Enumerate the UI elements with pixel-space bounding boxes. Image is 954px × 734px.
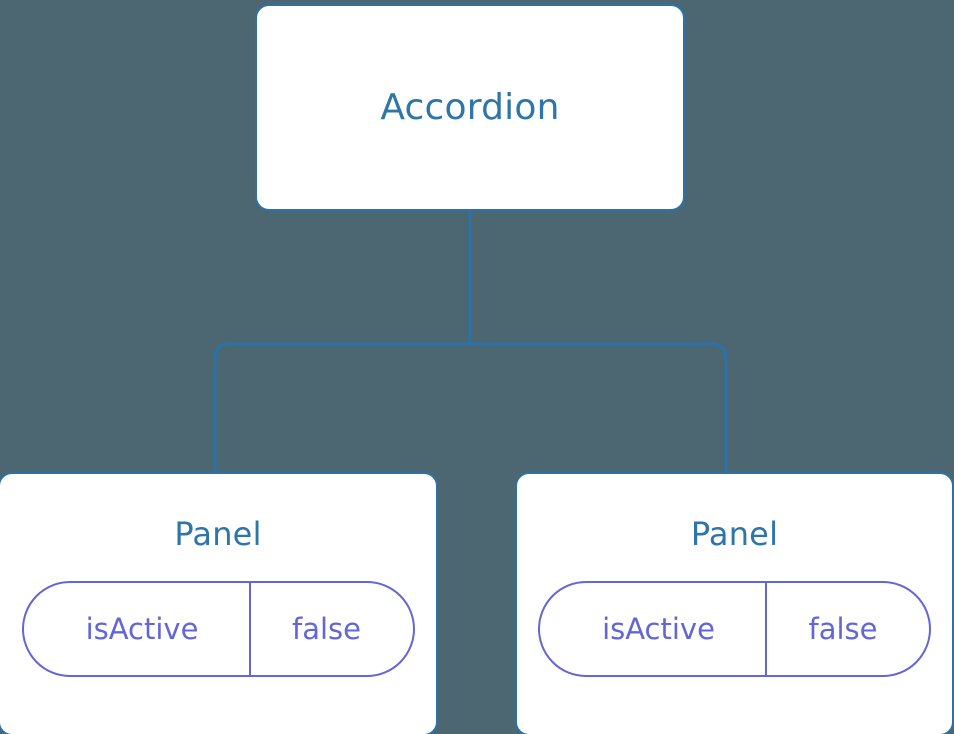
node-accordion[interactable]: Accordion [255,4,685,211]
state-pill-divider-1 [248,583,251,675]
node-panel-1-title: Panel [174,515,262,553]
state-value-panel-1: false [292,612,361,646]
state-pill-panel-2[interactable]: isActive false [538,581,931,677]
edge-root-to-panel-2 [470,342,728,474]
state-pill-divider-2 [765,583,767,675]
edge-root-to-panel-1 [213,342,470,474]
state-key-panel-2: isActive [602,612,715,646]
node-accordion-title: Accordion [380,86,560,128]
state-value-panel-2: false [808,612,878,646]
state-pill-panel-1[interactable]: isActive false [21,581,415,677]
node-panel-1[interactable]: Panel isActive false [0,472,438,734]
state-key-panel-1: isActive [85,612,199,646]
node-panel-2-title: Panel [690,515,779,553]
node-panel-2[interactable]: Panel isActive false [515,472,954,734]
